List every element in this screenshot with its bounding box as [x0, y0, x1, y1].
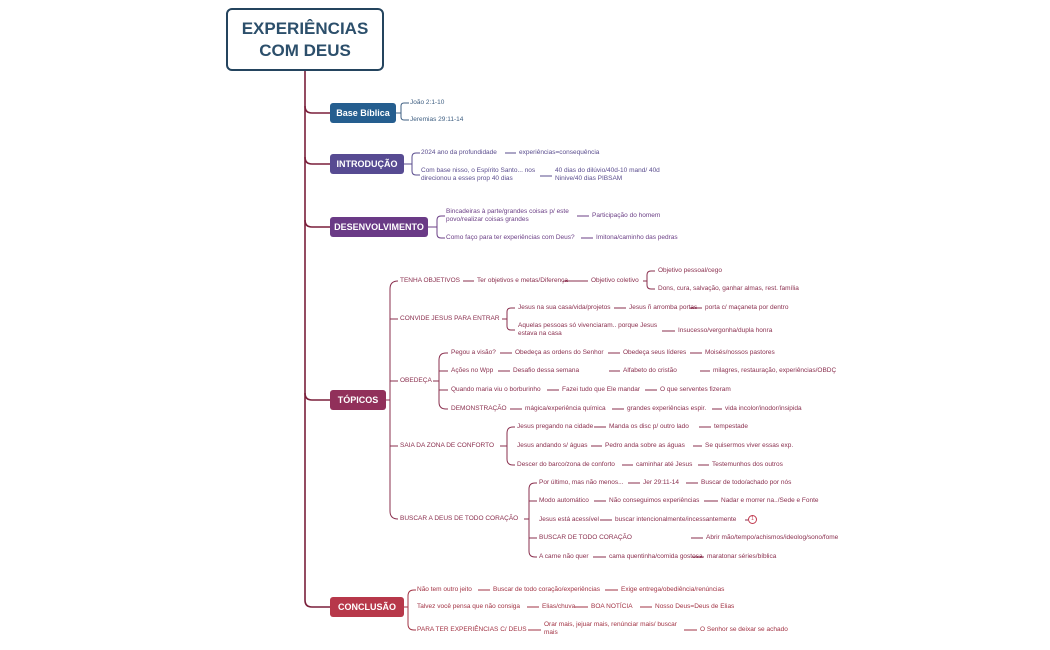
t4-item-9[interactable]: Testemunhos dos outros	[712, 461, 783, 468]
t5-item-4[interactable]: Modo automático	[539, 497, 589, 504]
t5-item-8[interactable]: buscar intencionalmente/incessantemente	[615, 516, 737, 523]
t3-item-5[interactable]: Ações no Wpp	[451, 367, 494, 374]
topic-joao[interactable]: João 2:1-10	[410, 99, 445, 106]
t5-item-7[interactable]: Jesus está acessível	[539, 516, 599, 523]
conc-item-7[interactable]: Nosso Deus=Deus de Elias	[655, 603, 735, 610]
subtopic-buscar-deus[interactable]: BUSCAR A DEUS DE TODO CORAÇÃO	[400, 515, 519, 522]
conc-item-9[interactable]: Orar mais, jejuar mais, renúnciar mais/ …	[544, 621, 677, 637]
subtopic-saia-zona[interactable]: SAIA DA ZONA DE CONFORTO	[400, 442, 495, 449]
central-topic-line1: EXPERIÊNCIAS	[241, 18, 369, 38]
t4-item-1[interactable]: Jesus pregando na cidade	[517, 423, 594, 430]
topic-brincadeiras[interactable]: Bincadeiras à parte/grandes coisas p/ es…	[446, 208, 569, 224]
conc-item-4[interactable]: Talvez você pensa que não consiga	[417, 603, 520, 610]
t3-item-10[interactable]: Fazei tudo que Ele mandar	[562, 386, 641, 393]
conc-item-10[interactable]: O Senhor se deixar se achado	[700, 626, 788, 633]
t5-item-5[interactable]: Não conseguimos experiências	[609, 497, 700, 504]
t4-item-5[interactable]: Pedro anda sobre as águas	[605, 442, 685, 449]
topic-com-base-line1: Com base nisso, o Espírito Santo... nos	[421, 167, 536, 174]
topic-brincadeiras-line1: Bincadeiras à parte/grandes coisas p/ es…	[446, 208, 569, 215]
topic-experiencias-consequencia[interactable]: experiências=consequência	[519, 149, 600, 156]
t3-item-13[interactable]: mágica/experiência química	[525, 405, 606, 412]
t2-item-4[interactable]: Aquelas pessoas só vivenciaram.. porque …	[518, 322, 657, 338]
t4-item-4[interactable]: Jesus andando s/ águas	[517, 442, 588, 449]
t3-item-11[interactable]: O que serventes fizeram	[660, 386, 731, 393]
t2-item-4-line2: estava na casa	[518, 330, 562, 337]
topic-com-base-line2: direcionou a esses prop 40 dias	[421, 175, 513, 182]
conc-item-1[interactable]: Não tem outro jeito	[417, 586, 472, 593]
t1-item-3[interactable]: Objetivo pessoal/cego	[658, 267, 722, 274]
t5-item-3[interactable]: Buscar de todo/achado por nós	[701, 479, 792, 486]
t4-item-7[interactable]: Descer do barco/zona de conforto	[517, 461, 615, 468]
conc-item-9-line1: Orar mais, jejuar mais, renúnciar mais/ …	[544, 621, 677, 628]
branch-base-biblica[interactable]: Base Bíblica	[330, 103, 396, 123]
branch-topicos[interactable]: TÓPICOS	[330, 390, 386, 410]
conc-item-8[interactable]: PARA TER EXPERIÊNCIAS C/ DEUS	[417, 626, 527, 633]
topic-participacao[interactable]: Participação do homem	[592, 212, 661, 219]
t3-item-8[interactable]: milagres, restauração, experiências/OBDÇ	[713, 367, 837, 374]
t5-item-11[interactable]: A carne não quer	[539, 553, 589, 560]
t1-item-2[interactable]: Objetivo coletivo	[591, 277, 639, 284]
conc-item-3[interactable]: Exige entrega/obediência/renúncias	[621, 586, 725, 593]
t5-item-12[interactable]: cama quentinha/comida gostosa	[609, 553, 703, 560]
t3-item-12[interactable]: DEMONSTRAÇÃO	[451, 405, 507, 412]
conc-item-6[interactable]: BOA NOTÍCIA	[591, 603, 633, 610]
topic-40-dias[interactable]: 40 dias do dilúvio/40d-10 mand/ 40d Nini…	[555, 167, 660, 183]
t4-item-3[interactable]: tempestade	[714, 423, 748, 430]
t2-item-1[interactable]: Jesus na sua casa/vida/projetos	[518, 304, 611, 311]
t5-item-10[interactable]: Abrir mão/tempo/achismos/ideolog/sono/fo…	[706, 534, 839, 541]
topic-40-dias-line2: Ninive/40 dias PIBSAM	[555, 175, 623, 182]
subtopic-convide-jesus[interactable]: CONVIDE JESUS PARA ENTRAR	[400, 315, 500, 322]
t1-item-4[interactable]: Dons, cura, salvação, ganhar almas, rest…	[658, 285, 799, 292]
t4-item-8[interactable]: caminhar até Jesus	[636, 461, 693, 468]
t3-item-6[interactable]: Desafio dessa semana	[513, 367, 580, 374]
t5-item-6[interactable]: Nadar e morrer na../Sede e Fonte	[721, 497, 819, 504]
subtopic-tenha-objetivos[interactable]: TENHA OBJETIVOS	[400, 277, 460, 284]
t4-item-6[interactable]: Se quisermos viver essas exp.	[705, 442, 794, 449]
topic-com-base[interactable]: Com base nisso, o Espírito Santo... nos …	[421, 167, 535, 183]
t3-item-4[interactable]: Moisés/nossos pastores	[705, 349, 775, 356]
note-count-icon[interactable]: 1	[748, 515, 757, 524]
topic-como-faco[interactable]: Como faço para ter experiências com Deus…	[446, 234, 575, 241]
topic-imitona[interactable]: Imitona/caminho das pedras	[596, 234, 678, 241]
t3-item-3[interactable]: Obedeça seus líderes	[623, 349, 687, 356]
t2-item-5[interactable]: Insucesso/vergonha/dupla honra	[678, 327, 773, 334]
t5-item-2[interactable]: Jer 29:11-14	[643, 479, 680, 486]
central-topic-line2: COM DEUS	[259, 40, 351, 60]
t3-item-2[interactable]: Obedeça as ordens do Senhor	[515, 349, 604, 356]
topic-jeremias[interactable]: Jeremias 29:11-14	[410, 116, 464, 123]
t5-item-13[interactable]: maratonar séries/bíblica	[707, 553, 777, 560]
t4-item-2[interactable]: Manda os disc p/ outro lado	[609, 423, 689, 430]
t5-item-9[interactable]: BUSCAR DE TODO CORAÇÃO	[539, 534, 632, 541]
topic-40-dias-line1: 40 dias do dilúvio/40d-10 mand/ 40d	[555, 167, 660, 174]
branch-introducao[interactable]: INTRODUÇÃO	[330, 154, 404, 174]
t3-item-1[interactable]: Pegou a visão?	[451, 349, 496, 356]
t5-item-1[interactable]: Por último, mas não menos...	[539, 479, 624, 486]
conc-item-9-line2: mais	[544, 629, 558, 636]
t3-item-15[interactable]: vida incolor/inodor/insipida	[725, 405, 802, 412]
t2-item-3[interactable]: porta c/ maçaneta por dentro	[705, 304, 789, 311]
topic-brincadeiras-line2: povo/realizar coisas grandes	[446, 216, 529, 223]
branch-conclusao[interactable]: CONCLUSÃO	[330, 597, 404, 617]
central-topic[interactable]: EXPERIÊNCIAS COM DEUS	[226, 8, 384, 71]
t2-item-2[interactable]: Jesus ñ arromba portas	[629, 304, 698, 311]
t1-item-1[interactable]: Ter objetivos e metas/Diferença	[477, 277, 569, 284]
t3-item-9[interactable]: Quando maria viu o borburinho	[451, 386, 541, 393]
conc-item-2[interactable]: Buscar de todo coração/experiências	[493, 586, 600, 593]
branch-desenvolvimento[interactable]: DESENVOLVIMENTO	[330, 217, 428, 237]
topic-2024[interactable]: 2024 ano da profundidade	[421, 149, 497, 156]
t3-item-14[interactable]: grandes experiências espir.	[627, 405, 707, 412]
conc-item-5[interactable]: Elias/chuva	[542, 603, 576, 610]
subtopic-obedeca[interactable]: OBEDEÇA	[400, 377, 432, 384]
t2-item-4-line1: Aquelas pessoas só vivenciaram.. porque …	[518, 322, 658, 329]
t3-item-7[interactable]: Alfabeto do cristão	[623, 367, 677, 374]
